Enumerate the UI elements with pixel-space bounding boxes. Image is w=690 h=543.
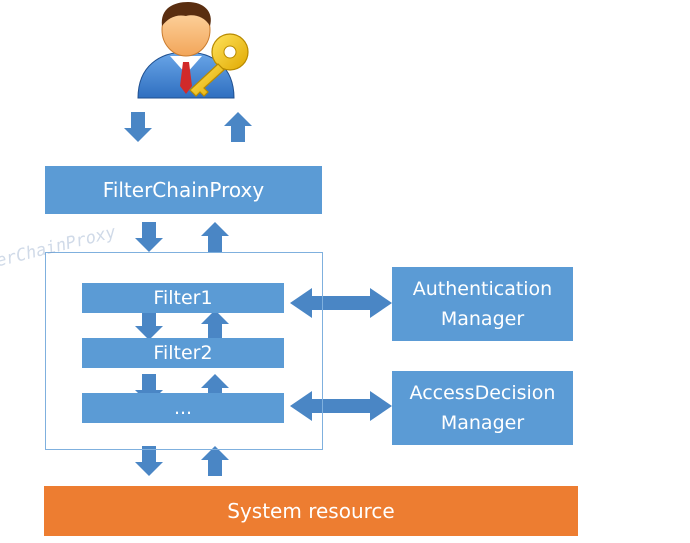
system-resource-box: System resource <box>44 486 578 536</box>
arrow-up-chain-to-proxy <box>201 222 229 252</box>
arrow-down-to-proxy <box>124 112 152 142</box>
filter1-box: Filter1 <box>82 283 284 313</box>
authentication-manager-box: Authentication Manager <box>392 267 573 341</box>
filter2-box: Filter2 <box>82 338 284 368</box>
filter2-label: Filter2 <box>153 342 213 364</box>
filter1-label: Filter1 <box>153 287 213 309</box>
user-with-key-icon <box>137 2 249 99</box>
double-arrow-filter1-authentication <box>290 288 392 318</box>
access-decision-manager-label: AccessDecision Manager <box>409 382 556 434</box>
arrow-down-filter1-to-filter2 <box>135 310 163 340</box>
authentication-manager-label: Authentication Manager <box>412 278 553 330</box>
arrow-up-from-proxy <box>224 112 252 142</box>
access-decision-manager-box: AccessDecision Manager <box>392 371 573 445</box>
security-filter-chain-frame <box>45 252 323 450</box>
filter-more-label: ... <box>173 397 193 419</box>
arrow-up-system-to-chain <box>201 446 229 476</box>
arrow-down-chain-to-system <box>135 446 163 476</box>
filter-chain-proxy-label: FilterChainProxy <box>102 178 265 202</box>
filter-chain-proxy-box: FilterChainProxy <box>45 166 322 214</box>
double-arrow-filters-access-decision <box>290 391 392 421</box>
arrow-down-proxy-to-chain <box>135 222 163 252</box>
system-resource-label: System resource <box>227 499 395 523</box>
filter-more-box: ... <box>82 393 284 423</box>
arrow-up-filter2-to-filter1 <box>201 310 229 340</box>
